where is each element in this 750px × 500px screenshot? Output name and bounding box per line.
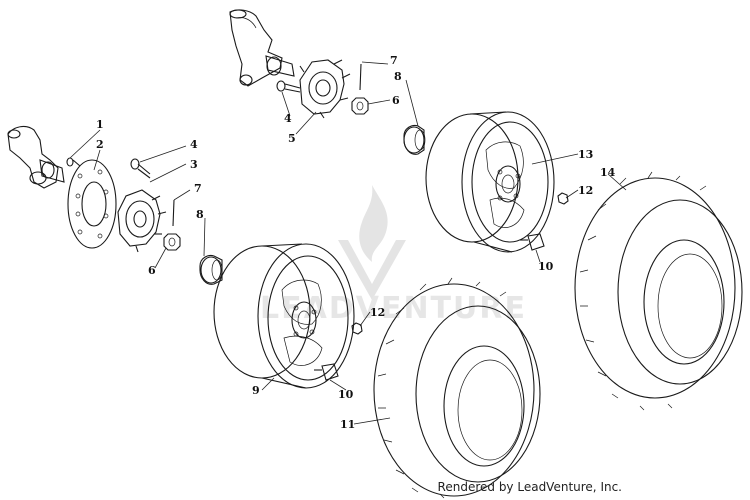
lower-steering-knuckle [7, 125, 65, 189]
callout-12-upper: 12 [578, 184, 593, 197]
upper-bolt [276, 80, 301, 93]
callout-3: 3 [190, 158, 198, 171]
lower-lug-nut [351, 322, 363, 335]
watermark-text: LEADVENTURE [260, 291, 527, 326]
render-credit: Rendered by LeadVenture, Inc. [437, 480, 622, 494]
callout-8-lower: 8 [196, 208, 204, 221]
callout-2: 2 [96, 138, 104, 151]
upper-hub-cap [403, 124, 426, 155]
lower-cotter-pin [172, 199, 175, 227]
callout-11: 11 [340, 418, 355, 431]
lower-valve-stem [314, 363, 339, 381]
callout-4-upper: 4 [284, 112, 292, 125]
callout-6-upper: 6 [392, 94, 400, 107]
leader-lines [69, 61, 627, 425]
callout-13: 13 [578, 148, 593, 161]
watermark-logo: LEADVENTURE [260, 185, 527, 326]
upper-steering-knuckle [229, 9, 295, 87]
upper-cotter-pin [359, 63, 362, 91]
brake-disc [67, 159, 117, 249]
upper-wheel-hub [299, 59, 351, 119]
lower-hub-cap [199, 254, 223, 285]
callouts: 1 2 3 4 4 5 6 6 7 7 8 8 9 10 10 11 12 12… [96, 54, 616, 431]
callout-10-lower: 10 [338, 388, 354, 401]
callout-12-lower: 12 [370, 306, 385, 319]
upper-valve-stem [520, 233, 545, 251]
callout-1: 1 [96, 118, 104, 131]
lower-castle-nut [163, 233, 181, 251]
upper-lug-nut [557, 192, 569, 205]
callout-14: 14 [600, 166, 616, 179]
lower-bolt [130, 158, 151, 179]
callout-7-upper: 7 [390, 54, 398, 67]
upper-wheel-rim [425, 111, 555, 253]
callout-8-upper: 8 [394, 70, 402, 83]
callout-6-lower: 6 [148, 264, 156, 277]
lower-wheel-rim [213, 243, 355, 389]
upper-tire [574, 171, 743, 411]
callout-7-lower: 7 [194, 182, 202, 195]
lower-wheel-hub [117, 189, 167, 253]
callout-4-lower: 4 [190, 138, 198, 151]
lower-tire [373, 277, 541, 499]
disc-bolt [66, 157, 81, 167]
upper-castle-nut [351, 97, 369, 115]
callout-9: 9 [252, 384, 260, 397]
callout-5: 5 [288, 132, 296, 145]
callout-10-upper: 10 [538, 260, 554, 273]
